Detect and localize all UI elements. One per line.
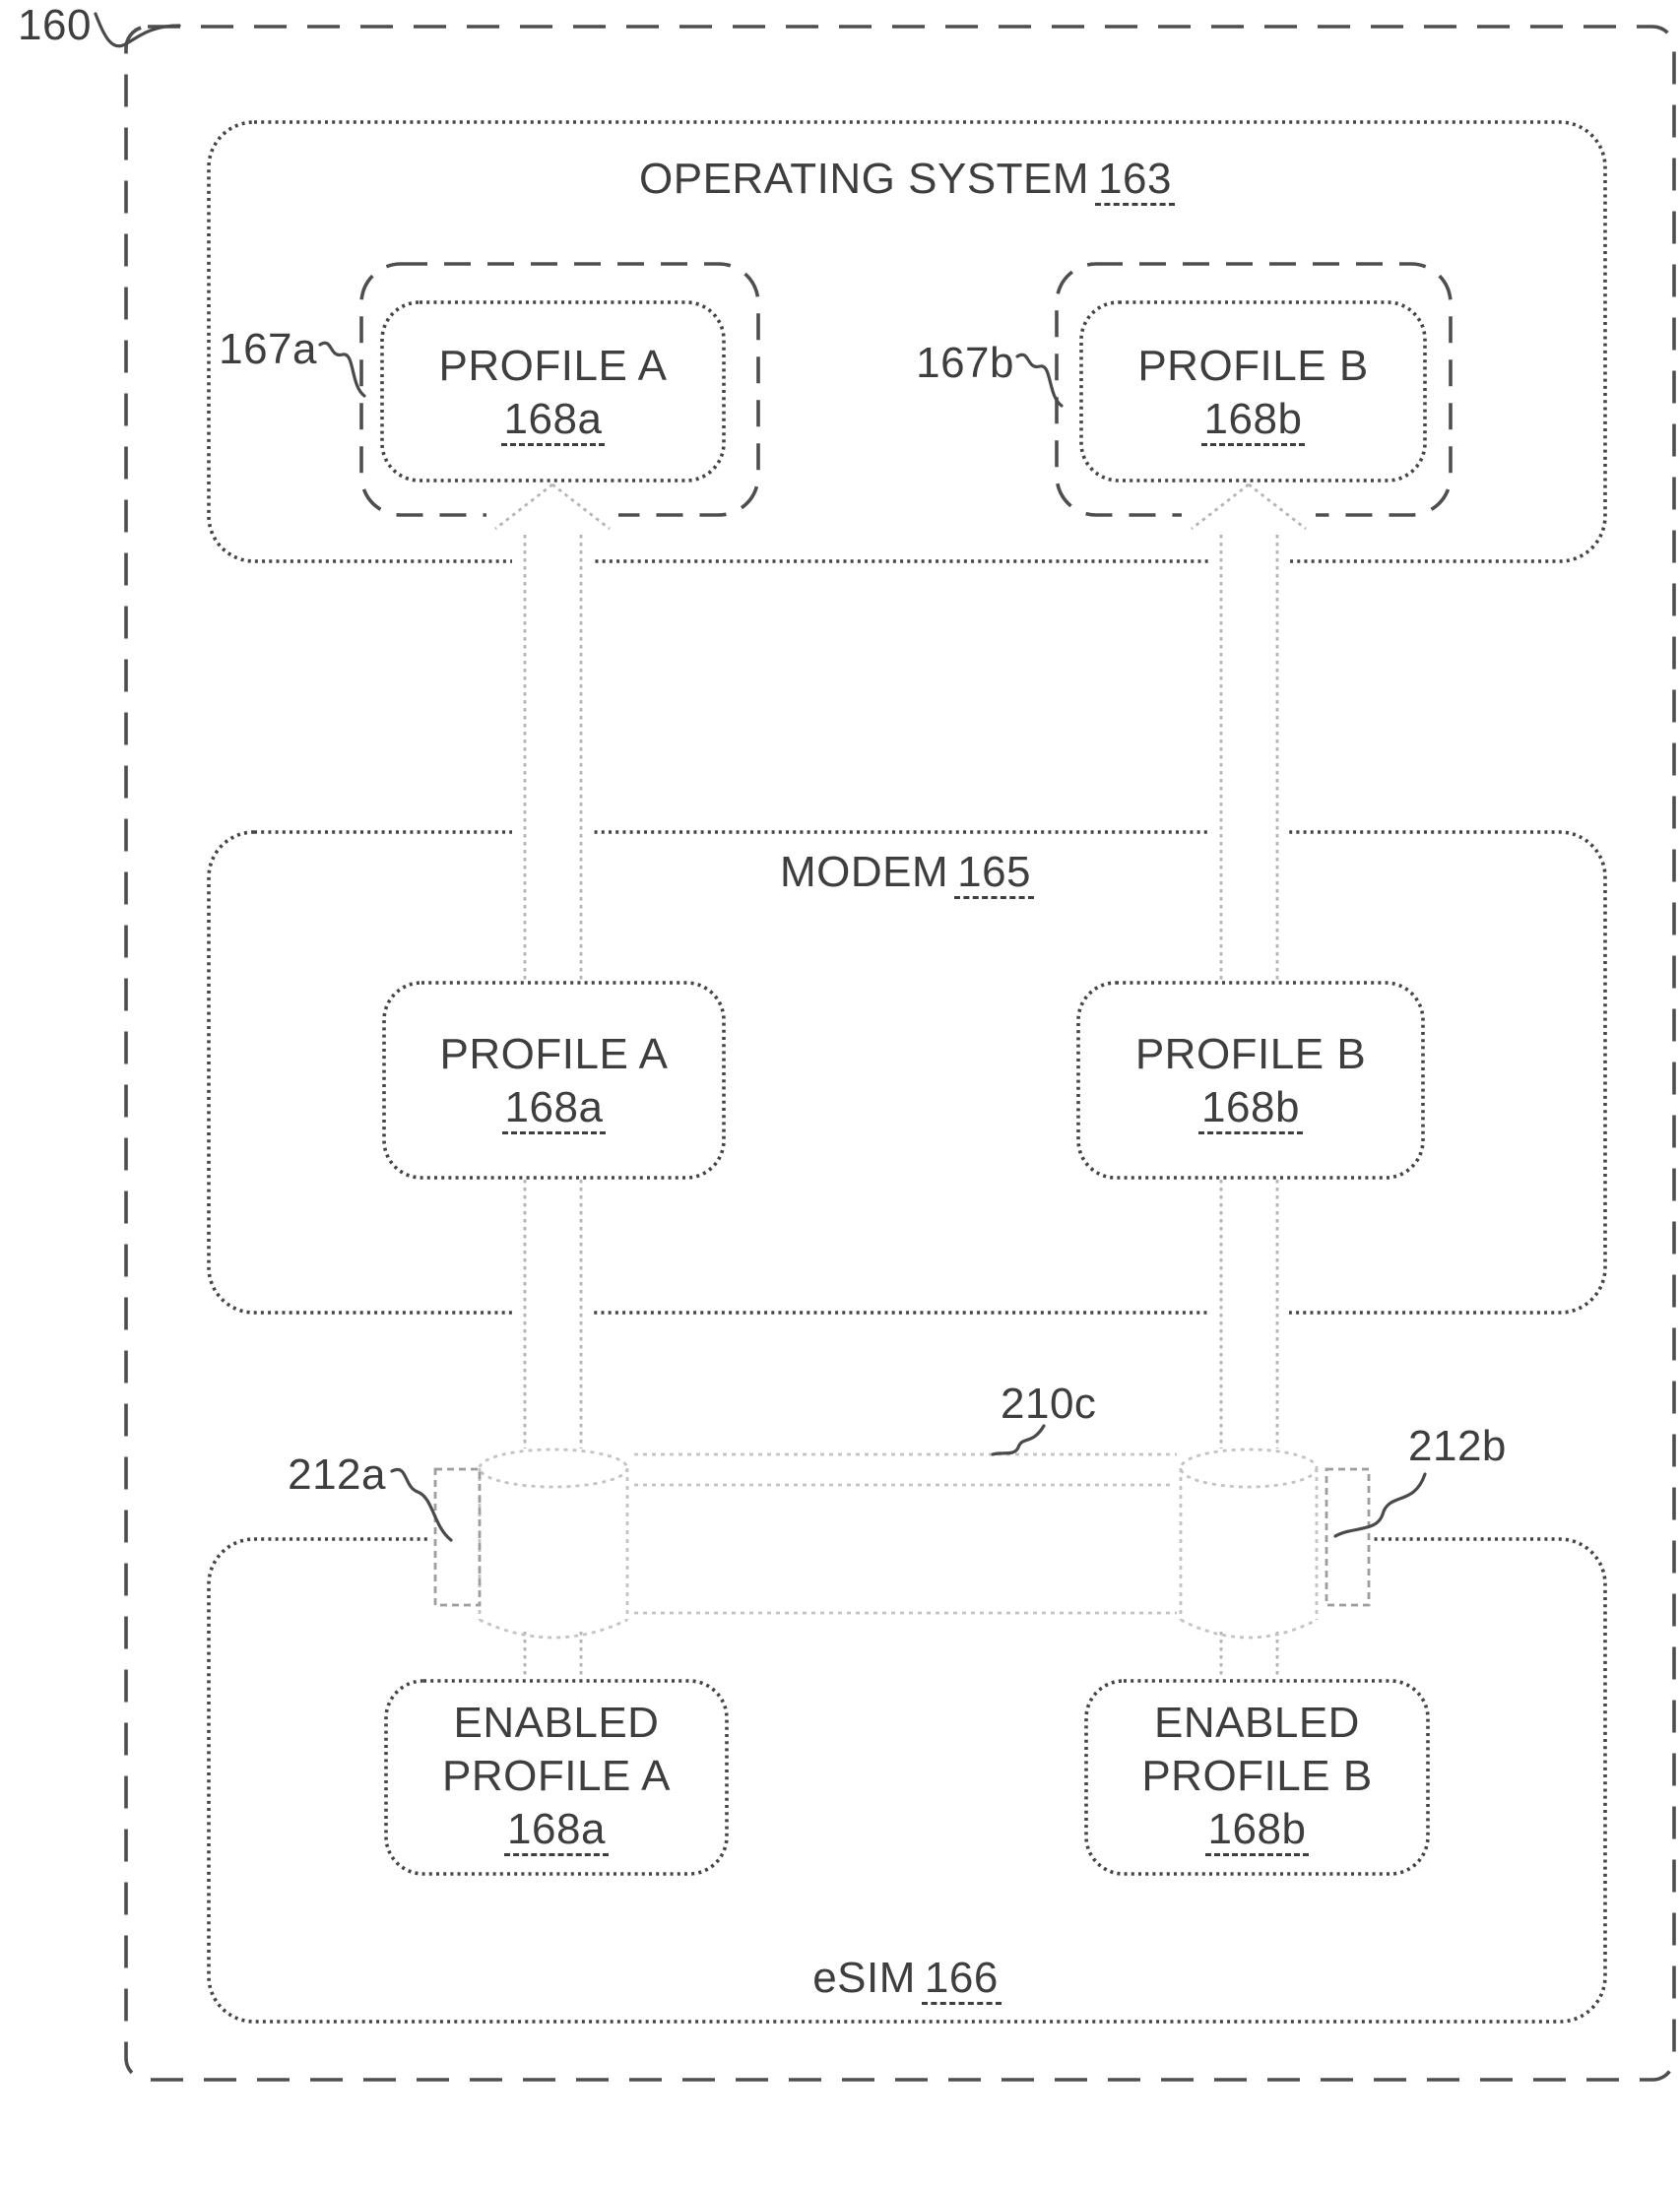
esim-profile-b-ref: 168b (1204, 1806, 1310, 1857)
modem-profile-a-box (382, 981, 726, 1180)
esim-profile-b-label: ENABLED PROFILE B 168b (1086, 1697, 1428, 1857)
operating-system-title-text: OPERATING SYSTEM (639, 155, 1090, 203)
operating-system-ref: 163 (1095, 156, 1175, 207)
bus-210c-label: 210c (1001, 1380, 1097, 1428)
esim-profile-a-box (384, 1679, 729, 1876)
modem-profile-b-title: PROFILE B (1134, 1030, 1367, 1078)
os-profile-b-ref: 168b (1200, 396, 1306, 447)
esim-profile-b-box (1084, 1679, 1430, 1876)
os-profile-a-title: PROFILE A (438, 342, 668, 390)
port-212b-label: 212b (1408, 1422, 1507, 1470)
cylinder-port-b-flange (1325, 1467, 1371, 1607)
os-profile-b-label: PROFILE B 168b (1081, 340, 1425, 447)
pipe-210c (634, 1452, 1177, 1615)
modem-profile-b-label: PROFILE B 168b (1078, 1028, 1423, 1135)
esim-profile-a-label: ENABLED PROFILE A 168a (386, 1697, 727, 1857)
esim-profile-a-ref: 168a (504, 1806, 609, 1857)
esim-title-text: eSIM (812, 1954, 916, 2002)
operating-system-box (207, 120, 1607, 563)
outer-device-box (124, 25, 1676, 2082)
os-profile-a-ref: 168a (500, 396, 606, 447)
figure-ref-label: 160 (18, 1, 92, 49)
modem-profile-b-box (1076, 981, 1425, 1180)
esim-profile-b-line1: ENABLED (1154, 1699, 1360, 1747)
profile-container-167b-label: 167b (916, 339, 1014, 387)
esim-profile-a-line2: PROFILE A (442, 1752, 671, 1800)
cylinder-port-a-flange (433, 1467, 482, 1607)
modem-profile-b-ref: 168b (1198, 1084, 1303, 1135)
os-profile-a-box (380, 300, 726, 483)
os-profile-b-title: PROFILE B (1137, 342, 1369, 390)
modem-box (207, 830, 1607, 1315)
leader-squiggle-167b (1015, 353, 1064, 408)
os-profile-b-box (1079, 300, 1427, 483)
profile-container-167a-label: 167a (219, 325, 317, 373)
edge-gap-masks (430, 499, 1372, 1558)
modem-profile-a-ref: 168a (501, 1084, 607, 1135)
modem-ref: 165 (954, 849, 1035, 900)
os-profile-a-label: PROFILE A 168a (382, 340, 724, 447)
esim-ref: 166 (921, 1955, 1002, 2006)
up-arrow-b-shaft (1219, 535, 1279, 1679)
modem-profile-a-title: PROFILE A (439, 1030, 669, 1078)
modem-title-text: MODEM (779, 848, 949, 896)
esim-profile-a-line1: ENABLED (453, 1699, 660, 1747)
modem-profile-a-label: PROFILE A 168a (384, 1028, 724, 1135)
cylinder-port-b (1179, 1448, 1319, 1640)
up-arrow-a-shaft (523, 535, 583, 1679)
esim-profile-b-line2: PROFILE B (1141, 1752, 1373, 1800)
port-212a-label: 212a (288, 1450, 386, 1499)
leader-squiggle-212b (1333, 1472, 1427, 1538)
leader-squiggle-210c (991, 1424, 1046, 1456)
leader-squiggle-167a (318, 341, 366, 398)
leader-squiggle-212a (390, 1467, 453, 1542)
leader-squiggle-160 (94, 12, 181, 48)
